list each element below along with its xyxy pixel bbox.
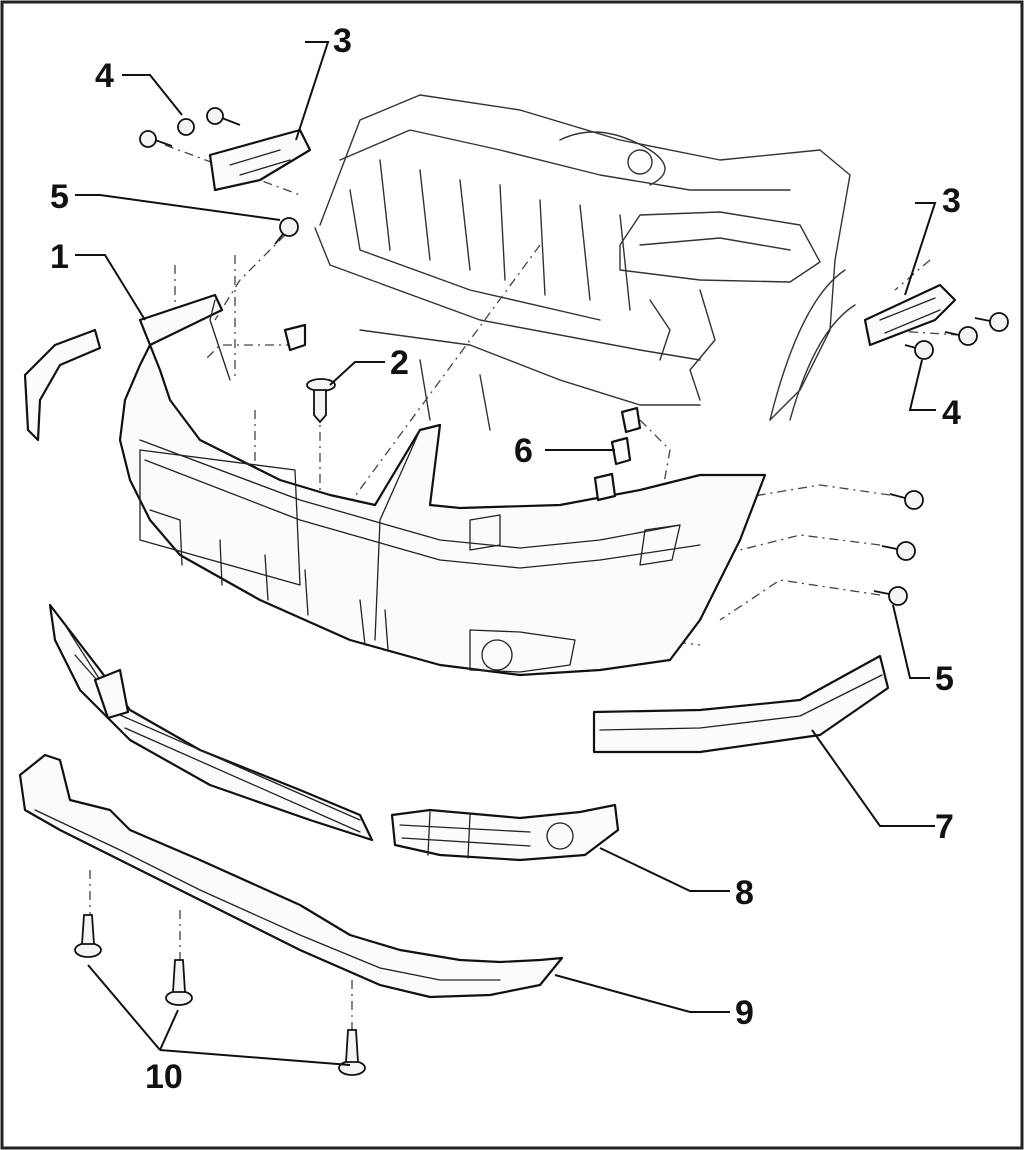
leader-lines	[75, 41, 937, 1066]
callout-3-right: 3	[942, 182, 961, 220]
small-bracket	[283, 323, 307, 352]
lower-spoiler	[18, 753, 564, 999]
callout-1: 1	[50, 238, 69, 276]
callout-2: 2	[390, 344, 409, 382]
headlight-outline	[619, 211, 821, 283]
clips-6	[593, 406, 642, 502]
callout-labels: 1 2 3 3 4 4 5 5 6 7 8 9 10	[50, 22, 961, 1096]
left-side-trim	[23, 328, 102, 442]
trim-strip	[592, 654, 890, 754]
callout-7: 7	[935, 808, 954, 846]
guide-bracket-right	[863, 283, 957, 347]
callout-4-right: 4	[942, 394, 961, 432]
callout-5-left: 5	[50, 178, 69, 216]
bolts	[139, 107, 1009, 606]
screws-10	[74, 914, 366, 1076]
callout-5-right: 5	[935, 660, 954, 698]
callout-3-left: 3	[333, 22, 352, 60]
callout-6: 6	[514, 432, 533, 470]
callout-4-left: 4	[95, 57, 114, 95]
callout-8: 8	[735, 874, 754, 912]
guide-bracket-left	[208, 128, 312, 192]
fog-light-grille	[390, 803, 620, 862]
bumper-cover	[118, 293, 767, 677]
callout-9: 9	[735, 994, 754, 1032]
vehicle-front-body	[314, 94, 856, 431]
lower-grille	[48, 603, 374, 842]
clip-2	[306, 378, 336, 424]
callout-10: 10	[145, 1058, 183, 1096]
